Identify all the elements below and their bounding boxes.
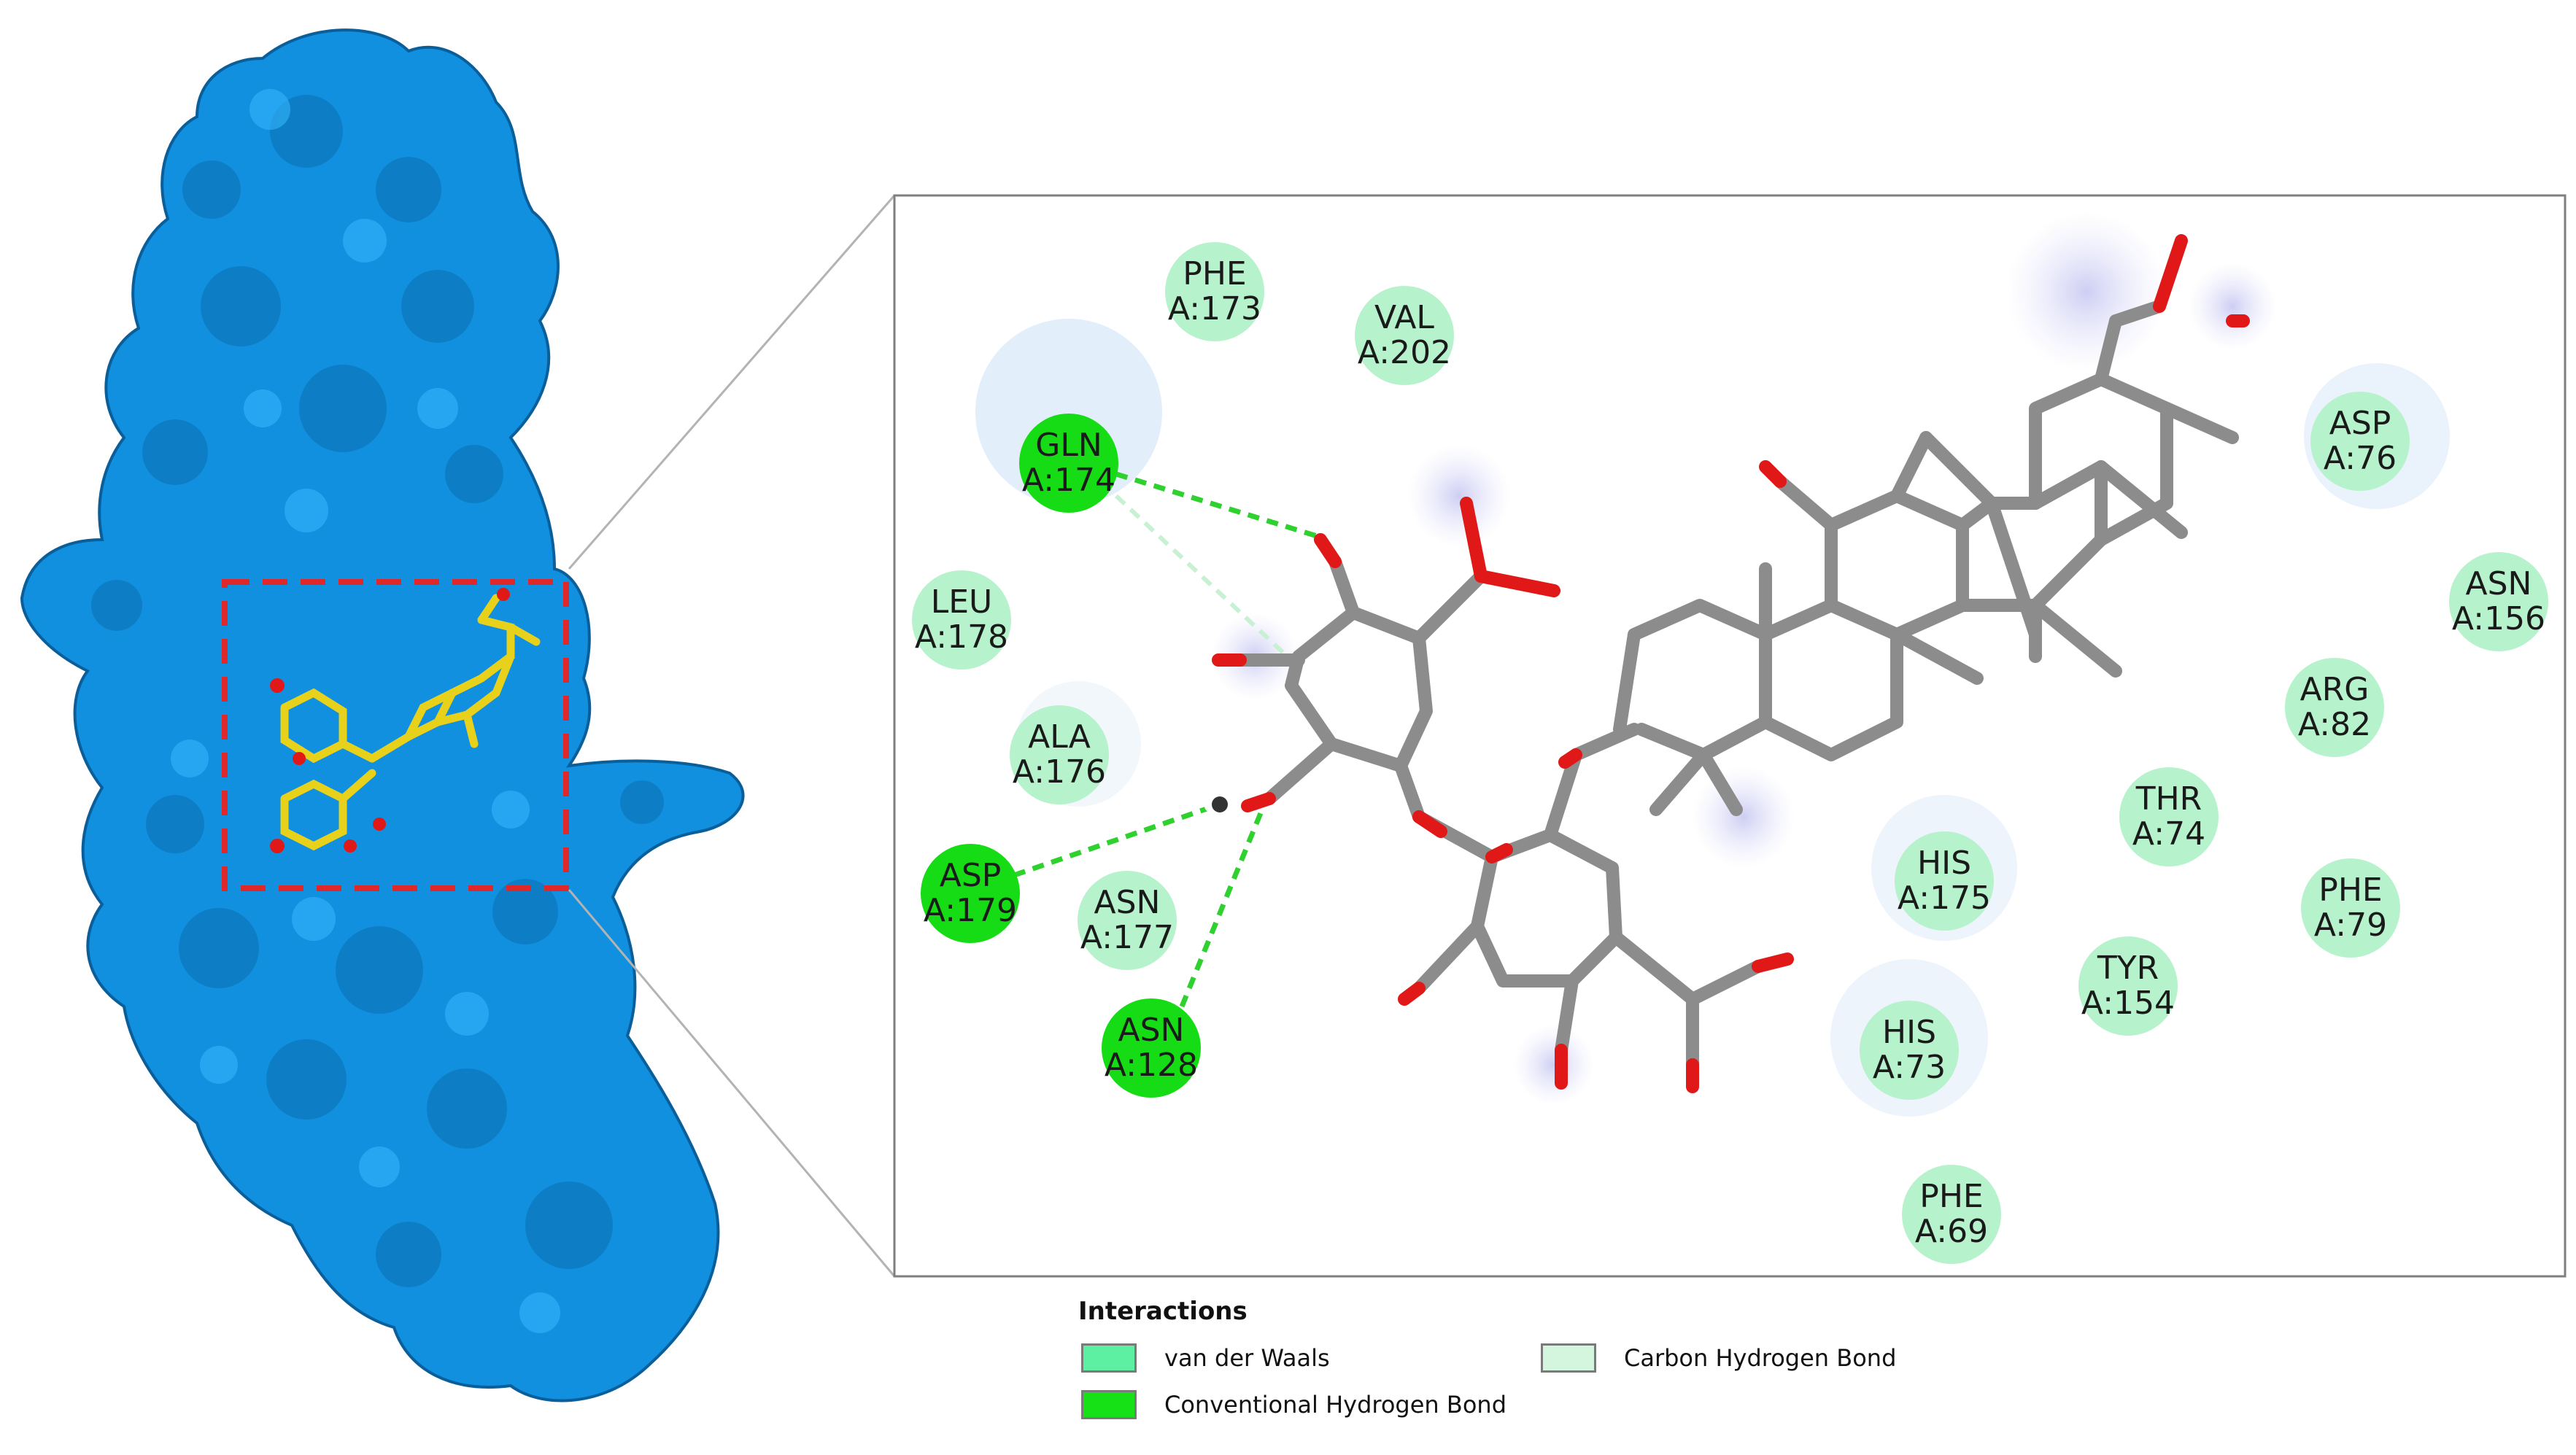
- residue-circle: [1895, 831, 1994, 931]
- residue-name: ASP: [2329, 405, 2391, 442]
- residue-id: A:154: [2081, 985, 2175, 1022]
- residue-id: A:73: [1873, 1049, 1946, 1086]
- residue-circle: [921, 844, 1020, 943]
- legend-swatch-vdw: [1081, 1343, 1137, 1373]
- legend: Interactions van der Waals Conventional …: [1072, 1291, 2021, 1444]
- legend-item-carbon-hbond: Carbon Hydrogen Bond: [1541, 1343, 1896, 1373]
- residue-circle: [1902, 1165, 2001, 1264]
- residue-id: A:74: [2132, 815, 2205, 853]
- residue-id: A:202: [1358, 334, 1451, 371]
- residue-id: A:178: [915, 618, 1008, 656]
- residue-name: HIS: [1917, 845, 1971, 882]
- residue-name: LEU: [931, 583, 993, 621]
- residue-name: VAL: [1374, 299, 1434, 336]
- protein-surface: [20, 28, 745, 1402]
- residue-circle: [1860, 1001, 1959, 1100]
- residue-circle: [912, 570, 1011, 670]
- legend-swatch-conventional-hbond: [1081, 1390, 1137, 1419]
- legend-swatch-carbon-hbond: [1541, 1343, 1596, 1373]
- residue-id: A:76: [2324, 440, 2397, 477]
- residue-circle: [1010, 705, 1109, 804]
- legend-label-vdw: van der Waals: [1164, 1344, 1330, 1372]
- legend-label-conventional-hbond: Conventional Hydrogen Bond: [1164, 1391, 1506, 1419]
- residue-id: A:176: [1013, 753, 1106, 791]
- zoom-connector: [568, 195, 896, 1277]
- residue-name: THR: [2135, 780, 2202, 818]
- residue-name: GLN: [1035, 427, 1102, 464]
- residue-id: A:69: [1915, 1213, 1988, 1250]
- ligand-2d: [1234, 300, 2239, 1071]
- residue-id: A:79: [2314, 907, 2387, 944]
- residue-circle: [2449, 552, 2548, 651]
- legend-item-conventional-hbond: Conventional Hydrogen Bond: [1081, 1390, 1506, 1419]
- residue-circle: [2119, 767, 2219, 866]
- residue-name: HIS: [1882, 1014, 1936, 1051]
- residue-circle: [2301, 858, 2400, 958]
- residue-id: A:82: [2298, 706, 2371, 743]
- legend-title: Interactions: [1078, 1297, 1248, 1326]
- binding-site-box: [222, 579, 569, 891]
- residue-circle: [2078, 936, 2178, 1036]
- residue-circle: [1019, 414, 1118, 513]
- residue-circle: [2285, 658, 2384, 757]
- residue-name: PHE: [2318, 872, 2382, 909]
- legend-label-carbon-hbond: Carbon Hydrogen Bond: [1624, 1344, 1897, 1372]
- residue-name: PHE: [1183, 255, 1246, 292]
- residue-circle: [1078, 871, 1177, 970]
- residue-id: A:128: [1105, 1047, 1198, 1084]
- residue-circle: [1102, 998, 1201, 1098]
- residue-name: ALA: [1028, 718, 1091, 756]
- residue-id: A:156: [2452, 600, 2545, 637]
- residue-id: A:179: [924, 892, 1017, 929]
- residue-name: ASN: [1094, 884, 1161, 921]
- residue-name: ASN: [1118, 1012, 1185, 1049]
- oxygen-atoms: [1212, 234, 2250, 1093]
- legend-item-vdw: van der Waals: [1081, 1343, 1330, 1373]
- residue-name: TYR: [2097, 950, 2159, 987]
- residue-circle: [1165, 242, 1264, 341]
- residue-id: A:175: [1898, 880, 1991, 917]
- residue-id: A:174: [1022, 462, 1115, 499]
- residue-id: A:177: [1080, 919, 1174, 956]
- residue-circle: [1355, 286, 1454, 385]
- hbond-lines: [1013, 471, 1326, 1008]
- residue-name: ARG: [2300, 671, 2370, 708]
- residue-id: A:173: [1168, 290, 1261, 327]
- residue-circle: [2310, 392, 2410, 491]
- ligand-sticks: [280, 594, 541, 851]
- residue-name: ASP: [940, 857, 1002, 894]
- residue-name: ASN: [2466, 565, 2532, 602]
- residue-name: PHE: [1919, 1178, 1983, 1215]
